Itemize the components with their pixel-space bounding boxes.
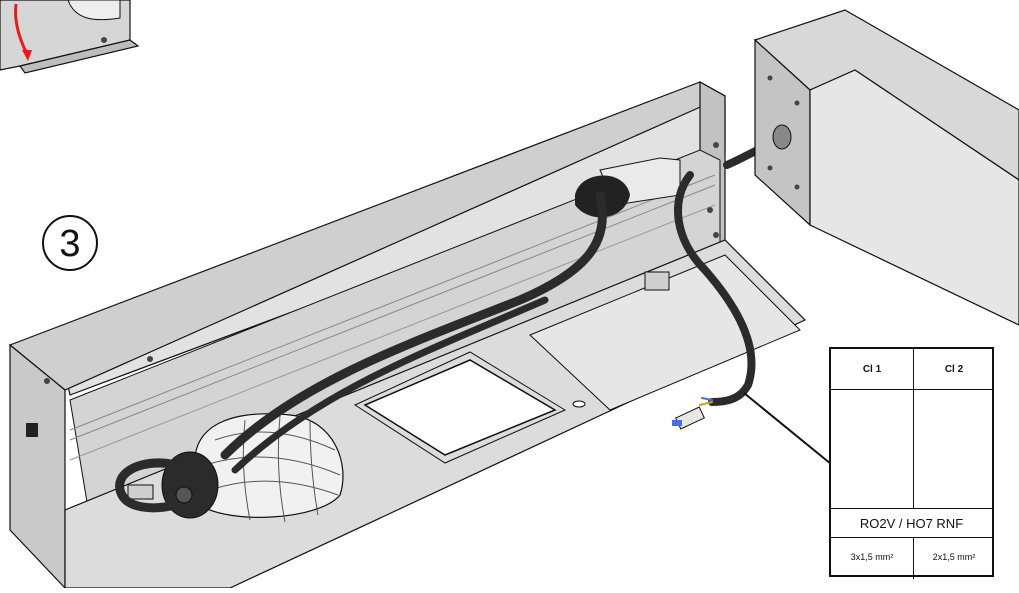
power-cable (115, 131, 794, 513)
connector-spec-table: Cl 1 Cl 2 RO2V / HO7 RNF 3x1,5 mm² 2x1,5… (829, 347, 994, 579)
col-header-cl2: Cl 2 (944, 363, 964, 375)
cable-type-label: RO2V / HO7 RNF (831, 508, 992, 538)
cl2-section-label: 2x1,5 mm² (932, 552, 976, 562)
main-housing (8, 80, 807, 590)
red-arrow-icon (14, 3, 32, 61)
table-divider (913, 349, 914, 508)
callout-leader-line (743, 392, 832, 465)
loose-connector-icon (672, 406, 705, 430)
step-number-circle (42, 215, 98, 271)
fan-unit (127, 413, 344, 523)
terminal-block (575, 157, 681, 218)
switch-icon (26, 423, 38, 437)
previous-step-fragment (0, 0, 140, 74)
wall-bracket (753, 9, 1019, 326)
cl1-section-label: 3x1,5 mm² (850, 552, 894, 562)
table-divider (913, 538, 914, 579)
table-divider (831, 389, 992, 390)
col-header-cl1: Cl 1 (862, 363, 882, 375)
